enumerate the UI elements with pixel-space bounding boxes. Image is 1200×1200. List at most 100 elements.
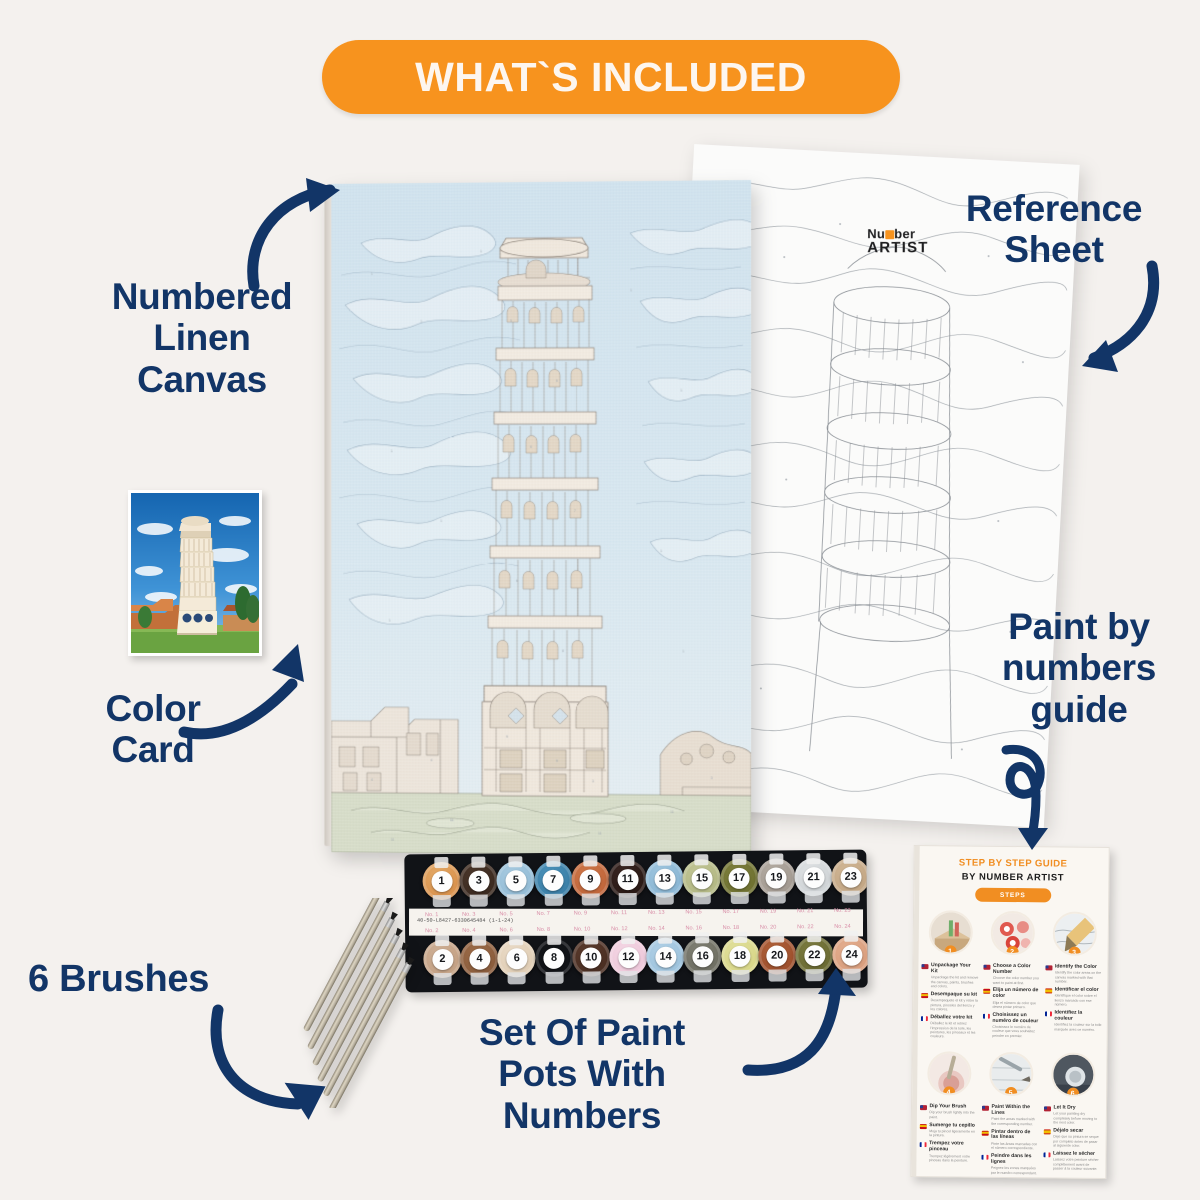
- reference-sheet-artwork: [658, 144, 1080, 828]
- guide-step-heading: Paint Within the Lines: [991, 1103, 1030, 1116]
- guide-left-bar: [911, 845, 920, 1177]
- paint-pot[interactable]: 2: [423, 939, 462, 979]
- paint-pot[interactable]: 7: [533, 860, 573, 900]
- strip-pot-number: No. 6: [499, 927, 513, 934]
- guide-step-heading: Identify the Color: [1054, 963, 1097, 970]
- guide-step-photo: 6: [1050, 1052, 1096, 1098]
- strip-pot-number: No. 13: [648, 909, 665, 916]
- flag-es-icon: [919, 1123, 927, 1129]
- guide-step-heading: Déjalo secar: [1053, 1127, 1084, 1134]
- paint-pot[interactable]: 19: [757, 858, 796, 897]
- guide-step-heading: Pintar dentro de las líneas: [991, 1128, 1031, 1141]
- paint-pot[interactable]: 11: [608, 859, 647, 899]
- guide-step-body: Pinte las áreas marcadas con el número c…: [991, 1141, 1038, 1151]
- paint-pot[interactable]: 1: [422, 861, 461, 901]
- guide-step-number: 1: [944, 945, 957, 955]
- paint-pot[interactable]: 23: [831, 857, 868, 896]
- guide-step-number: 2: [1006, 945, 1019, 956]
- numbered-linen-canvas: 11 11 11 11 11 56 67 68 99 34 43 1111 11…: [324, 180, 752, 856]
- strip-pot-number: No. 3: [462, 911, 476, 918]
- guide-step-body: Paint the areas marked with the correspo…: [991, 1117, 1035, 1126]
- guide-step-body: Choose the color number you want to pain…: [992, 976, 1039, 985]
- flag-fr-icon: [982, 1013, 990, 1019]
- flag-us-icon: [1043, 1106, 1052, 1112]
- guide-step-body: Identifiez la couleur sur la toile marqu…: [1054, 1022, 1102, 1032]
- paint-pot[interactable]: 3: [459, 861, 498, 900]
- canvas-artwork: 11 11 11 11 11 56 67 68 99 34 43 1111 11…: [331, 180, 752, 856]
- strip-pot-number: No. 7: [536, 910, 550, 918]
- guide-step-body: Let your painting dry completely before …: [1053, 1111, 1098, 1125]
- paint-pot-number: 15: [691, 867, 713, 889]
- paint-pot[interactable]: 13: [645, 859, 684, 898]
- paint-pot-number: 8: [543, 947, 565, 969]
- guide-step-heading: Identifiez la couleur: [1054, 1009, 1083, 1022]
- guide-step-number: 5: [1004, 1087, 1017, 1097]
- guide-step-body: Peignez les zones marquées par le numéro…: [990, 1165, 1037, 1175]
- paint-pot-number: 21: [802, 866, 825, 888]
- paint-pot-number: 18: [729, 945, 751, 967]
- paint-pot[interactable]: 6: [497, 939, 536, 978]
- guide-step-number: 6: [1066, 1087, 1079, 1098]
- guide-step-body: Déballez le kit et retirez l'impression …: [930, 1021, 976, 1039]
- paint-pot-number: 22: [803, 944, 825, 966]
- label-paint-pots-line-1: Set Of Paint: [478, 1012, 686, 1053]
- flag-us-icon: [983, 964, 991, 970]
- guide-step-heading: Sumerge tu cepillo: [929, 1121, 975, 1129]
- paint-pot-number: 10: [580, 946, 602, 969]
- paint-pot[interactable]: 14: [646, 937, 685, 976]
- paint-pot-number: 11: [616, 868, 639, 890]
- strip-pot-number: No. 20: [759, 924, 777, 931]
- page-title: WHAT`S INCLUDED: [415, 53, 807, 100]
- paint-pot-number: 24: [840, 944, 863, 966]
- guide-step-heading: Peindre dans les lignes: [990, 1152, 1032, 1165]
- paint-pot[interactable]: 8: [535, 939, 573, 977]
- paint-pot-number: 6: [506, 947, 528, 969]
- guide-step-body: Desempaquete el kit y retire la pintura,…: [930, 998, 978, 1012]
- guide-step-heading: Choose a Color Number: [992, 962, 1031, 975]
- color-card-thumbnail: [128, 490, 262, 656]
- paint-pot[interactable]: 9: [571, 860, 610, 899]
- guide-step-body: Laissez votre peinture sécher complèteme…: [1052, 1157, 1099, 1172]
- flag-fr-icon: [1043, 1152, 1051, 1158]
- flag-us-icon: [1045, 965, 1053, 971]
- strip-pot-number: No. 18: [722, 924, 740, 932]
- paint-pot[interactable]: 5: [496, 861, 536, 900]
- flag-es-icon: [1043, 1129, 1051, 1135]
- guide-step-body: Moja tu pincel ligeramente en la pintura…: [929, 1129, 975, 1138]
- paint-pot-number: 17: [728, 867, 750, 889]
- paint-pot[interactable]: 10: [571, 938, 611, 977]
- flag-fr-icon: [981, 1154, 989, 1160]
- paint-pot[interactable]: 21: [794, 857, 833, 897]
- flag-es-icon: [981, 1130, 989, 1136]
- strip-pot-number: No. 5: [499, 911, 513, 918]
- guide-title: STEP BY STEP GUIDE: [958, 857, 1068, 870]
- paint-pot[interactable]: 17: [719, 858, 759, 898]
- paint-pot[interactable]: 4: [460, 939, 499, 978]
- paint-pot[interactable]: 15: [682, 859, 722, 898]
- strip-pot-number: No. 12: [611, 926, 628, 933]
- label-reference-sheet-line-1: Reference: [965, 188, 1143, 229]
- logo-orange-square: [885, 230, 895, 240]
- label-guide-line-1: Paint by: [1008, 606, 1150, 647]
- paint-pot[interactable]: 16: [683, 937, 722, 976]
- paint-pot[interactable]: 12: [609, 937, 648, 977]
